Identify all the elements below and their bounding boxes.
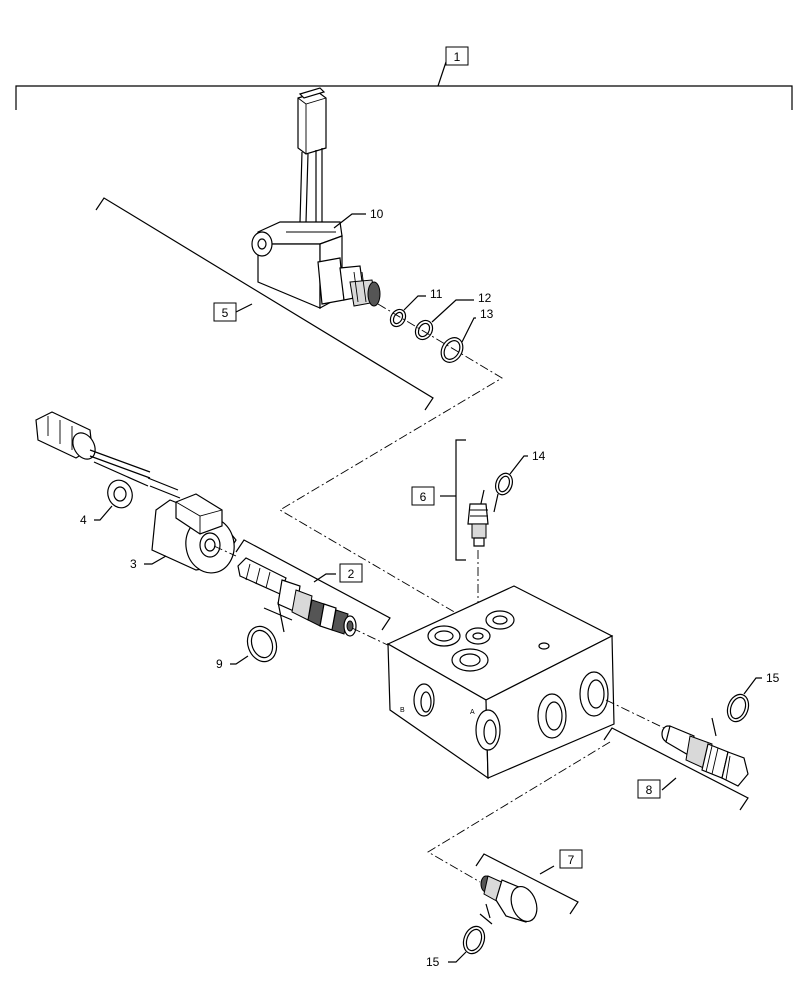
callout-3: 3 <box>130 557 137 571</box>
relief-valve-8 <box>661 717 749 787</box>
o-ring-15-bottom: 15 <box>426 925 486 969</box>
callout-7: 7 <box>568 853 575 867</box>
callout-14: 14 <box>532 449 546 463</box>
callout-box-8 <box>637 779 661 799</box>
callout-15-right: 15 <box>766 671 780 685</box>
callout-12: 12 <box>478 291 492 305</box>
o-ring-9: 9 <box>216 625 278 671</box>
o-ring-13: 13 <box>440 307 494 363</box>
nut-4: 4 <box>80 479 133 527</box>
o-ring-12: 12 <box>414 291 492 341</box>
svg-text:B: B <box>400 707 405 714</box>
callout-1: 1 <box>454 50 461 64</box>
centerline-coil-3 <box>213 545 395 649</box>
callout-8: 8 <box>646 783 653 797</box>
group-bracket-8: 8 <box>603 727 749 811</box>
o-ring-15-right: 15 <box>726 671 780 723</box>
callout-box-2 <box>339 563 363 583</box>
svg-text:A: A <box>470 709 475 716</box>
callout-2: 2 <box>348 567 355 581</box>
o-ring-14: 14 <box>494 449 546 496</box>
check-valve-fitting-14 <box>467 489 499 547</box>
solenoid-coil-3: 3 <box>35 411 237 574</box>
centerline-valve-10 <box>279 303 503 621</box>
callout-13: 13 <box>480 307 494 321</box>
group-bracket-5: 5 <box>95 197 434 411</box>
group-bracket-2: 2 <box>235 539 391 631</box>
valve-manifold-block: B A <box>386 585 615 780</box>
group-bracket-6: 6 <box>411 439 466 561</box>
valve-cartridge-2 <box>237 557 357 637</box>
callout-box-5 <box>213 302 237 322</box>
callout-10: 10 <box>370 207 384 221</box>
callout-5: 5 <box>222 306 229 320</box>
callout-6: 6 <box>420 490 427 504</box>
callout-box-1 <box>445 46 469 66</box>
callout-15-bottom: 15 <box>426 955 440 969</box>
group-bracket-7: 7 <box>475 849 583 915</box>
plug-7 <box>479 875 538 925</box>
callout-box-7 <box>559 849 583 869</box>
assembly-bracket-1: 1 <box>15 46 793 110</box>
callout-box-6 <box>411 486 435 506</box>
centerline-valve-8 <box>605 699 665 729</box>
centerline-plug-7 <box>427 741 611 883</box>
callout-9: 9 <box>216 657 223 671</box>
o-ring-11: 11 <box>389 287 443 328</box>
solenoid-valve-10: 10 <box>251 87 384 310</box>
callout-11: 11 <box>430 287 443 301</box>
callout-4: 4 <box>80 513 87 527</box>
orientation-marks-9 <box>263 601 293 633</box>
